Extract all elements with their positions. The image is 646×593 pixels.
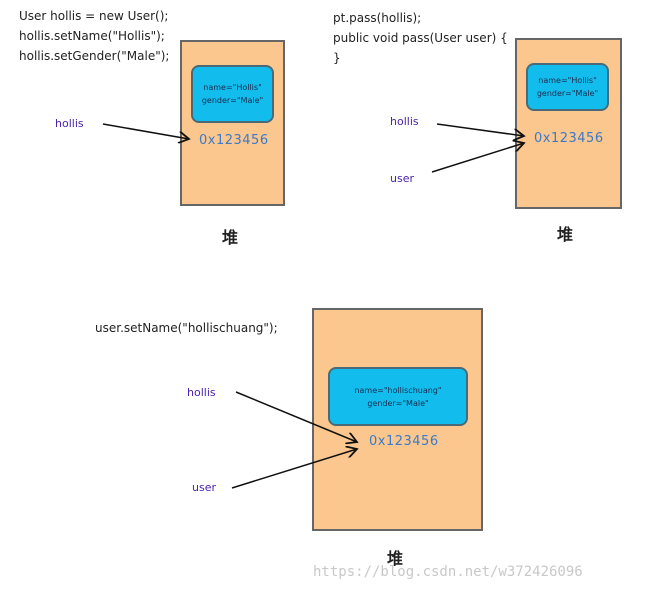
- code-line: hollis.setGender("Male");: [19, 49, 170, 63]
- user-object-1: name="Hollis" gender="Male": [191, 65, 274, 123]
- obj-field: gender="Male": [536, 89, 599, 98]
- obj-field: name="hollischuang": [354, 385, 442, 395]
- address-2: 0x123456: [534, 131, 604, 146]
- arrow-hollis-2: [436, 123, 524, 136]
- code-snippet-1: User hollis = new User(); hollis.setName(…: [19, 6, 169, 66]
- code-line: public void pass(User user) {: [333, 31, 508, 45]
- var-hollis-1: hollis: [55, 117, 84, 130]
- code-snippet-2: pt.pass(hollis); public void pass(User us…: [333, 8, 508, 68]
- obj-field: gender="Male": [367, 398, 429, 408]
- var-hollis-3: hollis: [187, 386, 216, 399]
- code-line: hollis.setName("Hollis");: [19, 29, 165, 43]
- code-line: user.setName("hollischuang");: [95, 321, 278, 335]
- code-line: pt.pass(hollis);: [333, 11, 422, 25]
- arrow-user-2: [431, 143, 524, 173]
- obj-field: name="Hollis": [203, 83, 262, 92]
- code-line: User hollis = new User();: [19, 9, 169, 23]
- user-object-2: name="Hollis" gender="Male": [526, 63, 609, 111]
- var-user-3: user: [192, 481, 216, 494]
- arrow-user-3: [231, 449, 357, 489]
- arrow-hollis-1: [102, 123, 189, 139]
- user-object-3: name="hollischuang" gender="Male": [328, 367, 468, 426]
- heap-label-2: 堆: [557, 225, 574, 244]
- watermark: https://blog.csdn.net/w372426096: [313, 564, 583, 580]
- var-hollis-2: hollis: [390, 115, 419, 128]
- obj-field: gender="Male": [201, 96, 264, 105]
- address-1: 0x123456: [199, 133, 269, 148]
- heap-label-3: 堆: [387, 549, 404, 568]
- var-user-2: user: [390, 172, 414, 185]
- code-line: }: [333, 51, 341, 65]
- code-snippet-3: user.setName("hollischuang");: [95, 318, 278, 338]
- obj-field: name="Hollis": [538, 76, 597, 85]
- arrow-hollis-3: [235, 391, 357, 442]
- heap-label-1: 堆: [222, 228, 239, 247]
- address-3: 0x123456: [369, 434, 439, 449]
